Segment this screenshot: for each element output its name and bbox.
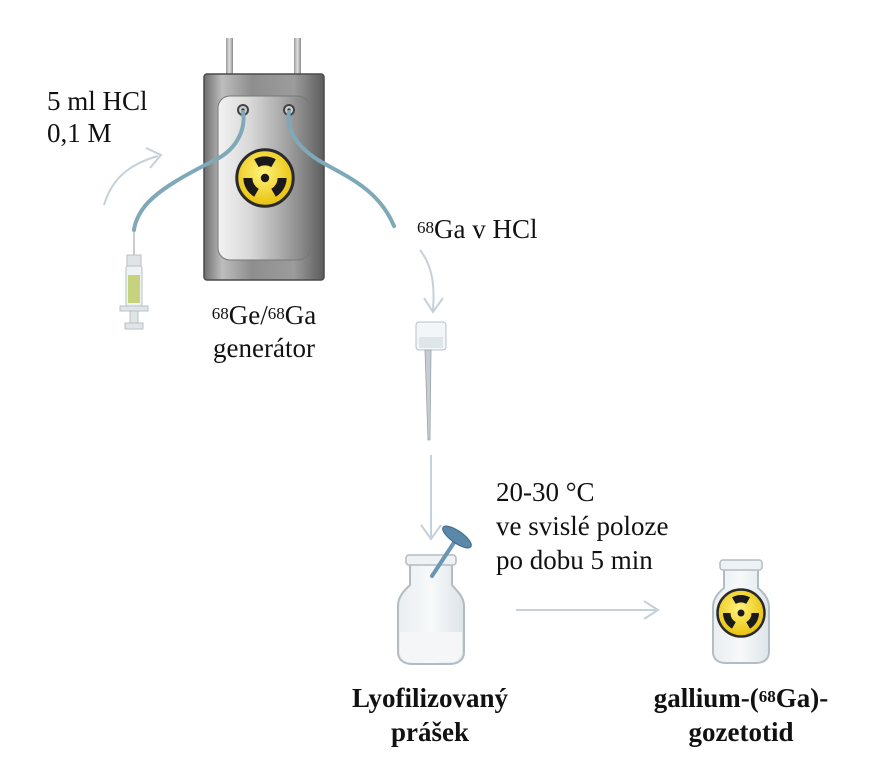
reaction-arrow — [516, 600, 660, 620]
filter-needle-icon — [415, 321, 447, 441]
vial-inflow-arrow — [420, 455, 442, 541]
conditions-position: ve svislé poloze — [496, 511, 669, 541]
syringe-icon — [119, 228, 149, 330]
outlet-tube — [286, 110, 396, 228]
powder-label-line2: prášek — [390, 717, 469, 747]
product-label: gallium-(68Ga)- — [653, 683, 829, 713]
powder-label: Lyofilizovaný — [351, 683, 508, 713]
product-vial-icon — [712, 559, 770, 664]
product-radiation-icon — [716, 588, 766, 638]
hcl-concentration-label: 0,1 M — [47, 118, 112, 148]
generator-label: 68Ge/68Ga — [211, 300, 317, 330]
radiation-icon — [235, 148, 295, 208]
hcl-inflow-arrow — [103, 147, 163, 206]
lyophilized-vial-icon — [397, 525, 472, 665]
conditions-temperature: 20-30 °C — [496, 477, 595, 507]
generator-label-line2: generátor — [213, 333, 315, 363]
ga-outflow-arrow — [419, 249, 444, 314]
generator-pin-left — [226, 38, 233, 78]
conditions-duration: po dobu 5 min — [496, 545, 653, 575]
ga-in-hcl-label: 68Ga v HCl — [417, 214, 538, 244]
inlet-tube — [132, 110, 246, 232]
generator-pin-right — [294, 38, 301, 78]
product-label-line2: gozetotid — [688, 717, 794, 747]
hcl-volume-label: 5 ml HCl — [47, 86, 148, 116]
